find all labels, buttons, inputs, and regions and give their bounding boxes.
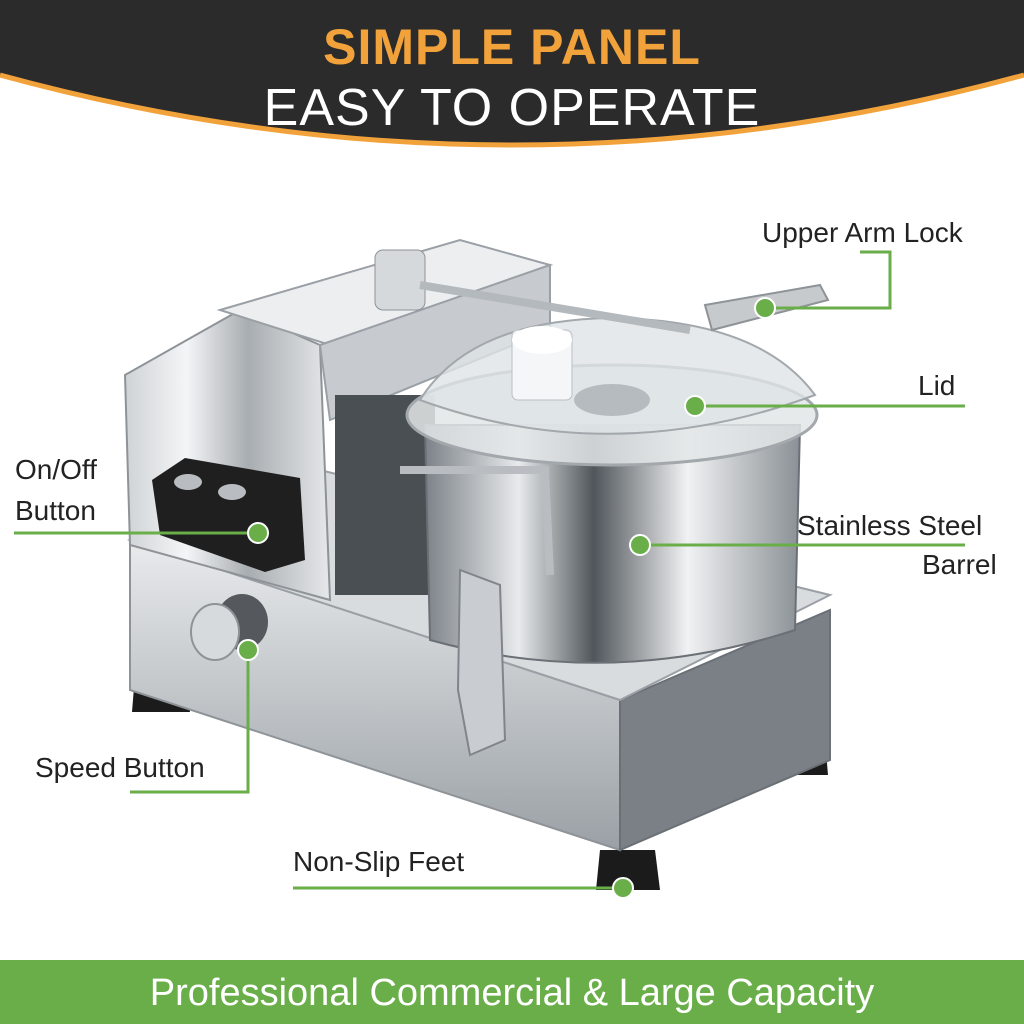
header-banner <box>0 0 1024 148</box>
footer-text: Professional Commercial & Large Capacity <box>149 972 875 1014</box>
non-slip-feet-marker <box>612 877 634 899</box>
on-off-button-marker <box>247 522 269 544</box>
on-off-label-line1: On/Off <box>15 454 97 485</box>
speed-button-marker <box>237 639 259 661</box>
upper-arm-lock-marker <box>754 297 776 319</box>
upper-arm-lock-label: Upper Arm Lock <box>762 217 963 248</box>
stainless-barrel-label-line1: Stainless Steel <box>797 510 983 541</box>
header-title-line1: SIMPLE PANEL <box>323 19 701 75</box>
barrel-marker <box>629 534 651 556</box>
lid-marker <box>684 395 706 417</box>
speed-button-label: Speed Button <box>35 752 205 783</box>
lid-label: Lid <box>918 370 956 401</box>
on-off-label-line2: Button <box>15 495 96 526</box>
header-title-line2: EASY TO OPERATE <box>263 79 761 137</box>
stainless-barrel-label-line2: Barrel <box>922 549 997 580</box>
footer-banner: Professional Commercial & Large Capacity <box>0 960 1024 1024</box>
non-slip-feet-label: Non-Slip Feet <box>293 846 465 877</box>
